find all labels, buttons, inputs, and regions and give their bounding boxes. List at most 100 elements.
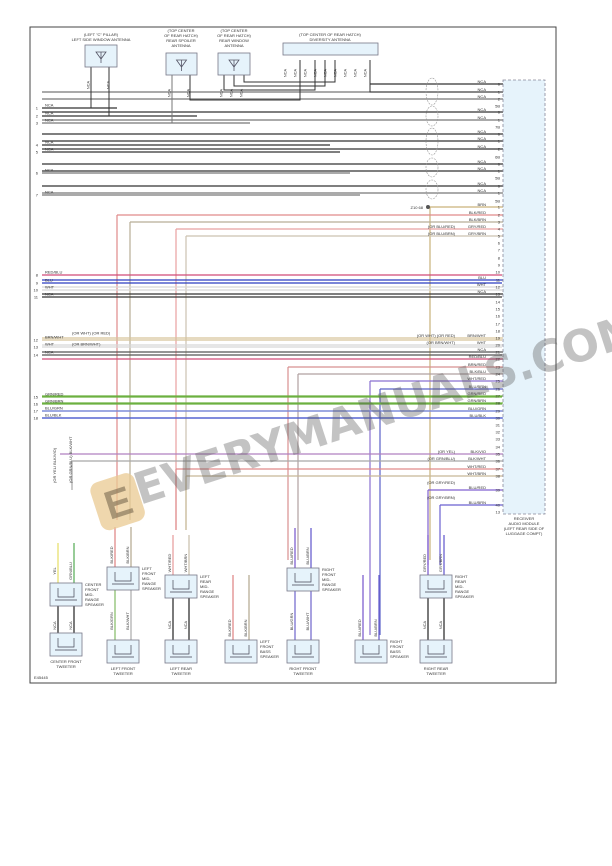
wire-label: WHT/RED — [467, 464, 486, 469]
wire-label: NCA — [478, 136, 487, 141]
connector-id: 6B — [495, 155, 500, 160]
wire-label: BLU — [45, 278, 53, 283]
pin-number: 32 — [496, 430, 501, 435]
pin-number: 12 — [496, 285, 501, 290]
pin-number: 18 — [496, 329, 501, 334]
pin-number: 6 — [498, 184, 501, 189]
pin-number: 1 — [498, 118, 501, 123]
speaker-icon — [55, 638, 77, 651]
pin-number: 2 — [498, 97, 501, 102]
speaker-wire-label: NCA — [183, 620, 188, 629]
wire-label: GRY/RED — [468, 224, 486, 229]
wire-number: 7 — [36, 193, 39, 198]
wire-note: (OR GRN/BLU) — [427, 456, 455, 461]
speaker-right-rear-tweeter — [419, 639, 453, 664]
speaker-wire-label: WHT/BRN — [183, 554, 188, 573]
pin-number: 21 — [496, 350, 501, 355]
pin-number: 19 — [496, 336, 501, 341]
wire-note: (OR YEL) — [438, 449, 456, 454]
pin-number: 15 — [496, 307, 501, 312]
pin-number: 23 — [496, 365, 501, 370]
speaker-icon — [112, 572, 134, 585]
speaker-label: LEFT FRONT — [111, 666, 136, 671]
figure-id: E45445 — [34, 675, 49, 680]
speaker-label: TWEETER — [426, 671, 446, 676]
wire-label: NCA — [478, 181, 487, 186]
speaker-label: RANGE — [455, 589, 470, 594]
speaker-wire-label: BLU/BRN — [373, 619, 378, 636]
wire-label: NCA — [478, 87, 487, 92]
pin-number: 20 — [496, 343, 501, 348]
pin-number: 37 — [496, 467, 501, 472]
speaker-label: FRONT — [142, 571, 156, 576]
wire-label: NCA — [478, 129, 487, 134]
wire-number: 8 — [36, 273, 39, 278]
speaker-label: MID- — [200, 584, 209, 589]
antenna-label: REAR WINDOW — [219, 38, 249, 43]
wire-label: NCA — [478, 94, 487, 99]
speaker-wire-note: (OR GRN/BLU) BLK/WHT — [68, 436, 73, 483]
wire-label: NCA — [45, 111, 54, 116]
wire-number: 1 — [36, 106, 39, 111]
antenna-pin-label: NCA — [313, 68, 318, 77]
pin-number: 9 — [498, 263, 501, 268]
speaker-label: LEFT — [260, 639, 270, 644]
pin-number: 22 — [496, 357, 501, 362]
speaker-label: FRONT — [260, 644, 274, 649]
wire-label: GRN/BRN — [45, 399, 64, 404]
speaker-icon — [112, 645, 134, 658]
wire-label: NCA — [478, 144, 487, 149]
antenna-pin-label: NCA — [106, 80, 111, 89]
wire-label: NCA — [478, 347, 487, 352]
pin-number: 1 — [498, 139, 501, 144]
wire-label: GRN/BRN — [468, 398, 487, 403]
pin-number: 33 — [496, 437, 501, 442]
shield-icon — [425, 105, 439, 127]
antenna-label: REAR SPOILER — [166, 38, 196, 43]
speaker-label: LEFT — [200, 574, 210, 579]
wire-label: BLU/BLK — [470, 413, 487, 418]
antenna-label: (TOP CENTER OF REAR HATCH) — [299, 32, 361, 37]
speaker-label: RIGHT FRONT — [289, 666, 317, 671]
antenna-label: DIVERSITY ANTENNA — [309, 37, 350, 42]
antenna-icon — [228, 59, 240, 71]
speaker-wire-label: GRN/BLU — [68, 562, 73, 580]
antenna-pin-label: NCA — [229, 88, 234, 97]
wire-number: 18 — [34, 416, 39, 421]
speaker-left-front-bass — [224, 639, 258, 664]
antenna-label: ANTENNA — [171, 43, 190, 48]
pin-number: 3 — [498, 220, 501, 225]
speaker-right-front-bass — [354, 639, 388, 664]
speaker-label: SPEAKER — [200, 594, 219, 599]
speaker-label: RIGHT REAR — [424, 666, 449, 671]
pin-number: 10 — [496, 270, 501, 275]
watermark-logo: E — [90, 473, 145, 531]
connector-id: 5B — [495, 176, 500, 181]
antenna-wire — [42, 67, 110, 117]
wire-label: NCA — [478, 159, 487, 164]
speaker-label: REAR — [455, 579, 466, 584]
wire-label: NCA — [45, 103, 54, 108]
wire-label: BRN/WHT — [467, 333, 486, 338]
pin-number: 31 — [496, 423, 501, 428]
pin-number: 7 — [498, 248, 501, 253]
wire-label: BLU/GRN — [468, 406, 486, 411]
pin-number: 17 — [496, 322, 501, 327]
antenna-label: (TOP CENTER — [221, 28, 248, 33]
pin-number: 24 — [496, 372, 501, 377]
wire-note: (OR GRY/BRN) — [427, 495, 456, 500]
speaker-label: SPEAKER — [142, 586, 161, 591]
connector-id: 5B — [495, 104, 500, 109]
speaker-wire-label: BLU/BRN — [305, 547, 310, 564]
pin-number: 26 — [496, 387, 501, 392]
pin-number: 5 — [498, 234, 501, 239]
speaker-wire-label: YEL — [52, 566, 57, 574]
speaker-wire-note: (OR YEL/ BLK/VIO) — [52, 447, 57, 483]
speaker-label: SPEAKER — [455, 594, 474, 599]
speaker-icon — [292, 573, 314, 586]
wire-label: BRN/RED — [468, 362, 486, 367]
wire-label: NCA — [45, 168, 54, 173]
wire-note: (OR GRY/RED) — [427, 480, 456, 485]
pin-number: 4 — [498, 227, 501, 232]
speaker-label: BASS — [260, 649, 271, 654]
